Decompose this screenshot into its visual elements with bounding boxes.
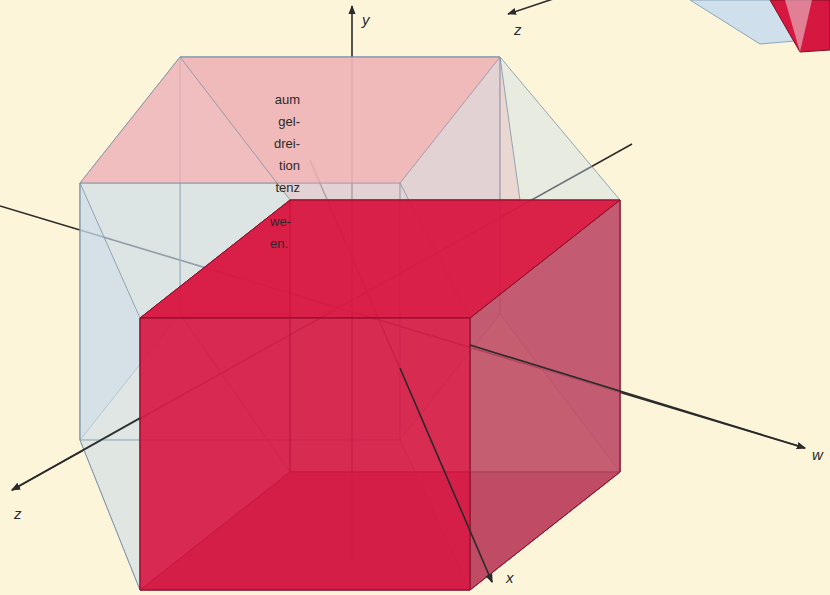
text-fragment: we- (270, 214, 291, 230)
axis-label: x (506, 570, 514, 586)
text-fragment: tion (279, 158, 300, 174)
axis-label: z (514, 22, 522, 38)
axis-label: w (812, 447, 823, 463)
text-fragment: tenz (275, 180, 300, 196)
inset-cube (508, 0, 830, 52)
text-fragment: aum (275, 92, 300, 108)
text-fragment: gel- (278, 114, 300, 130)
text-fragment: en. (270, 236, 288, 252)
axes-front (12, 345, 805, 582)
text-fragment: drei- (274, 136, 300, 152)
axis-label: z (14, 506, 22, 522)
red-cube (140, 200, 620, 590)
axis-label: y (362, 12, 370, 28)
connecting-faces (80, 57, 620, 590)
